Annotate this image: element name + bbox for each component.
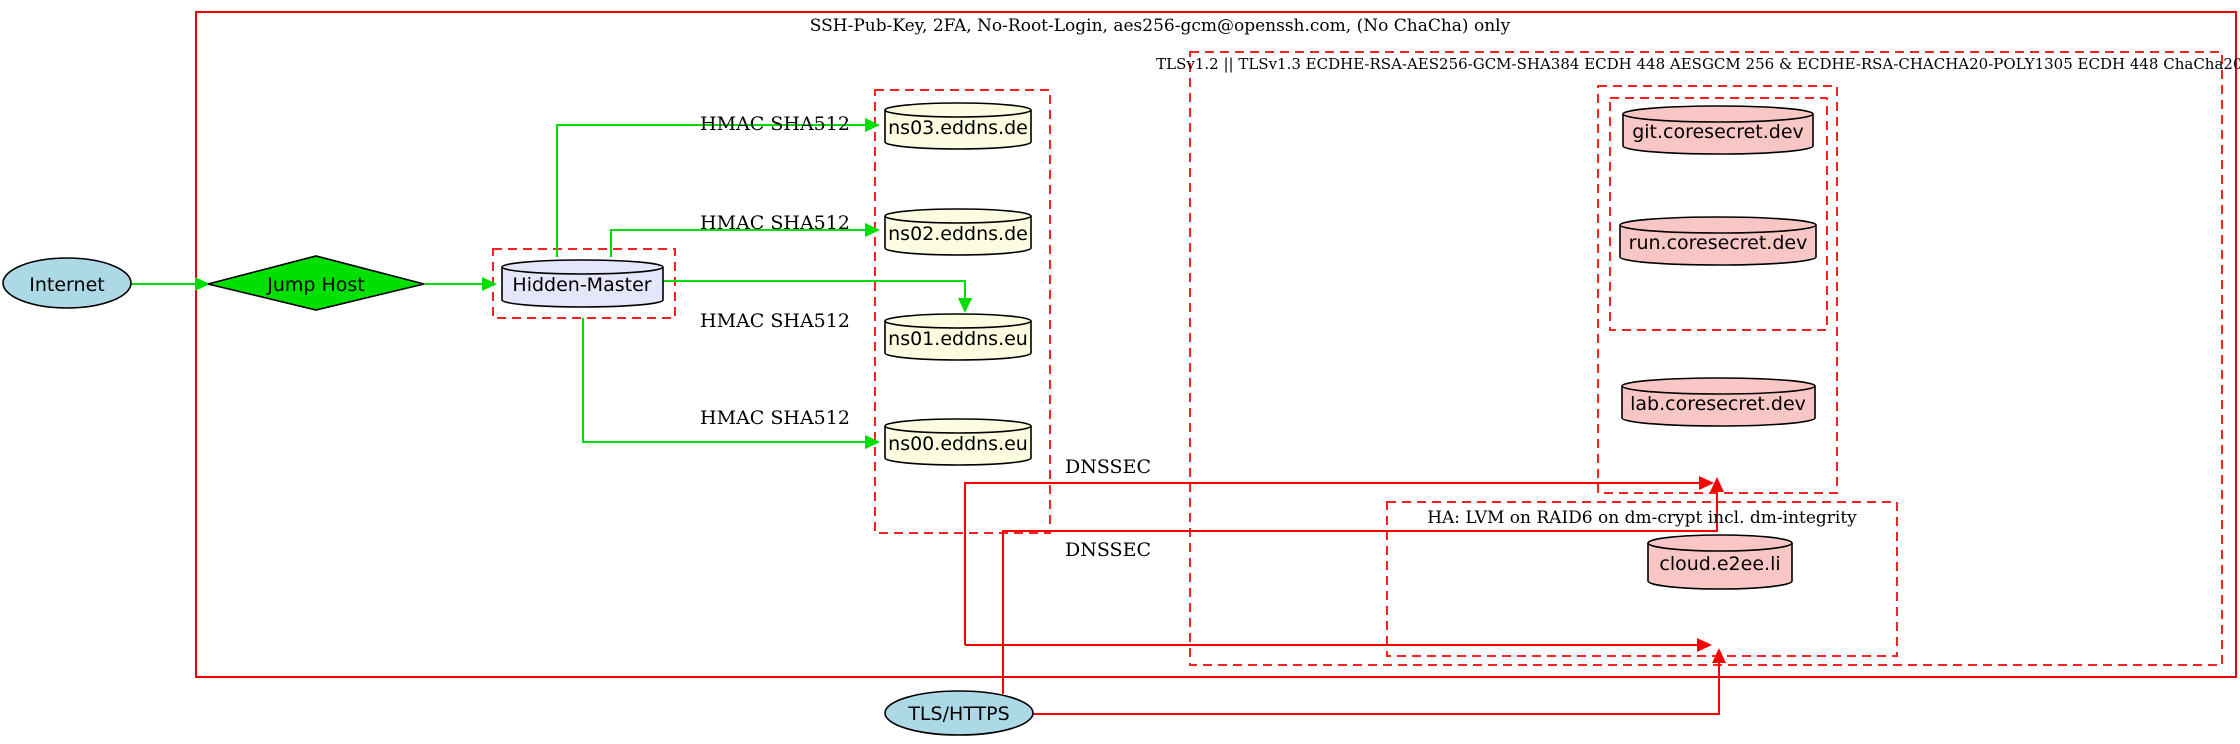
hidden-master-label: Hidden-Master [512, 274, 651, 296]
arrowhead-up-icon [1710, 477, 1724, 492]
hidden-master-node [501, 259, 664, 308]
ns02-node [884, 208, 1032, 256]
cylinder-rim-icon [884, 320, 1032, 329]
dnssec-label-upper: DNSSEC [1065, 456, 1151, 478]
edge-master-to-ns03 [556, 118, 880, 257]
edge-tls-to-coresecret [1002, 477, 1724, 694]
dnssec-label-lower: DNSSEC [1065, 539, 1151, 561]
edge-master-ns00-line [582, 318, 866, 443]
arrowhead-right-icon [1699, 476, 1714, 490]
hmac-label-ns03: HMAC SHA512 [700, 113, 850, 135]
edge-master-to-ns02 [610, 223, 880, 257]
cylinder-rim-icon [501, 266, 664, 275]
cylinder-rim-icon [1647, 542, 1793, 552]
edge-jumphost-to-master [424, 277, 497, 291]
cylinder-rim-icon [1619, 224, 1817, 234]
ha-zone-box [1386, 501, 1898, 657]
arrowhead-right-icon [482, 277, 497, 291]
ns03-node [884, 102, 1032, 150]
edge-master-ns02-line [610, 229, 866, 257]
tls-https-label: TLS/HTTPS [907, 703, 1009, 725]
cylinder-rim-icon [884, 215, 1032, 224]
ns00-node [884, 418, 1032, 466]
tls-zone-label: TLSv1.2 || TLSv1.3 ECDHE-RSA-AES256-GCM-… [1156, 55, 2240, 73]
lab-label: lab.coresecret.dev [1630, 393, 1806, 415]
jump-host-node [207, 255, 425, 311]
internet-node [2, 257, 132, 309]
nameserver-zone-box [874, 89, 1051, 534]
jump-host-label: Jump Host [266, 274, 365, 296]
arrowhead-right-icon [865, 223, 880, 237]
lab-node [1621, 377, 1816, 427]
edge-dnssec-upper-line [964, 482, 1700, 645]
cylinder-rim-icon [884, 425, 1032, 434]
cloud-cylinder [1647, 534, 1793, 590]
ns02-label: ns02.eddns.de [888, 223, 1028, 245]
edge-dnssec-lower [965, 638, 1712, 652]
edge-tls-coresecret-line [1002, 491, 1718, 694]
ns01-cylinder [884, 313, 1032, 361]
arrowhead-right-icon [865, 435, 880, 449]
cloud-node [1647, 534, 1793, 590]
git-cylinder [1622, 105, 1814, 155]
cylinder-rim-icon [1622, 113, 1814, 123]
edge-master-ns03-line [556, 124, 866, 257]
ns02-cylinder [884, 208, 1032, 256]
ns01-label: ns01.eddns.eu [888, 328, 1028, 350]
lab-cylinder [1621, 377, 1816, 427]
ns03-label: ns03.eddns.de [888, 117, 1028, 139]
arrowhead-right-icon [1697, 638, 1712, 652]
hmac-label-ns01: HMAC SHA512 [700, 310, 850, 332]
tls-zone-box [1189, 51, 2223, 666]
cylinder-rim-icon [884, 109, 1032, 118]
ha-zone-label: HA: LVM on RAID6 on dm-crypt incl. dm-in… [1427, 508, 1857, 528]
arrowhead-up-icon [1712, 648, 1726, 663]
tls-https-node [884, 690, 1034, 736]
run-node [1619, 216, 1817, 266]
run-label: run.coresecret.dev [1629, 232, 1808, 254]
internet-label: Internet [29, 274, 104, 296]
hmac-label-ns02: HMAC SHA512 [700, 212, 850, 234]
ssh-zone-box [195, 11, 2237, 678]
run-cylinder [1619, 216, 1817, 266]
edge-dnssec-upper [964, 476, 1714, 645]
edge-tls-to-ha [1033, 648, 1726, 715]
coresecret-inner-zone-box [1609, 97, 1828, 331]
ns00-cylinder [884, 418, 1032, 466]
arrowhead-down-icon [958, 298, 972, 313]
git-label: git.coresecret.dev [1632, 121, 1804, 143]
ns00-label: ns00.eddns.eu [888, 433, 1028, 455]
hidden-master-cylinder [501, 259, 664, 308]
ns03-cylinder [884, 102, 1032, 150]
ns01-node [884, 313, 1032, 361]
ssh-zone-label: SSH-Pub-Key, 2FA, No-Root-Login, aes256-… [810, 16, 1511, 36]
hmac-label-ns00: HMAC SHA512 [700, 407, 850, 429]
cloud-label: cloud.e2ee.li [1659, 553, 1780, 575]
cylinder-rim-icon [1621, 385, 1816, 395]
arrowhead-right-icon [195, 277, 210, 291]
edge-master-to-ns00 [582, 318, 880, 449]
git-node [1622, 105, 1814, 155]
edge-master-ns01-line [663, 280, 966, 299]
edge-master-to-ns01 [663, 280, 972, 313]
edge-tls-ha-line [1033, 662, 1720, 715]
edge-internet-to-jumphost [131, 277, 210, 291]
arrowhead-right-icon [865, 118, 880, 132]
